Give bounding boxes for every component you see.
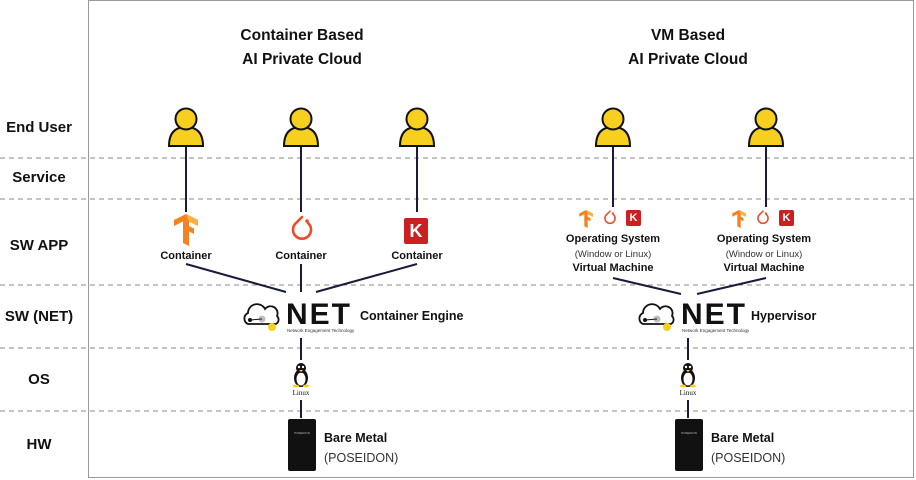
container-label-2: Container — [275, 250, 327, 262]
row-label-os: OS — [28, 371, 50, 388]
vm-label-1: Virtual Machine — [572, 262, 654, 274]
cloud-icon — [638, 303, 675, 331]
container-title-line-2: AI Private Cloud — [242, 51, 362, 68]
vm-title-line-1: VM Based — [650, 27, 726, 44]
container-engine-label: Container Engine — [360, 309, 464, 323]
pytorch-icon — [604, 210, 616, 225]
row-label-hw: HW — [26, 436, 52, 453]
vm-os-sub-1: (Window or Linux) — [574, 249, 652, 260]
pytorch-icon — [757, 210, 769, 225]
container-label-3: Container — [391, 250, 443, 262]
users — [167, 107, 785, 147]
connector-vm-2 — [696, 277, 767, 295]
net-logo-text: NET — [681, 298, 747, 331]
vm-os-sub-2: (Window or Linux) — [725, 249, 803, 260]
keras-icon: K — [626, 210, 641, 226]
row-label-sw-app: SW APP — [9, 237, 69, 254]
user-icon — [282, 107, 320, 147]
bare-metal-label: Bare Metal — [711, 431, 775, 445]
bare-metal-sub: (POSEIDON) — [711, 451, 786, 465]
connectors — [185, 146, 767, 418]
linux-tux-icon — [680, 363, 696, 388]
linux-label: Linux — [679, 389, 697, 397]
net-tagline: Network Engagement Technology — [287, 328, 355, 333]
tensorflow-icon — [732, 210, 746, 228]
server-brand: POSEIDON — [294, 431, 310, 435]
vm-label-2: Virtual Machine — [723, 262, 805, 274]
keras-icon: K — [404, 218, 428, 244]
tensorflow-icon — [174, 214, 198, 246]
container-title-line-1: Container Based — [240, 27, 364, 44]
pytorch-icon — [291, 215, 313, 240]
connector-app-3 — [315, 263, 418, 293]
diagram-frame — [88, 0, 914, 478]
keras-icon: K — [779, 210, 794, 226]
user-icon — [747, 107, 785, 147]
user-icon — [398, 107, 436, 147]
bare-metal-sub: (POSEIDON) — [324, 451, 399, 465]
server-icon: POSEIDON — [288, 419, 316, 471]
container-title: Container Based AI Private Cloud — [192, 24, 412, 72]
cloud-icon — [243, 303, 280, 331]
vm-os-label-2: Operating System — [716, 233, 812, 245]
vm-os-label-1: Operating System — [565, 233, 661, 245]
connector-vm-1 — [612, 277, 682, 295]
user-icon — [167, 107, 205, 147]
server-brand: POSEIDON — [681, 431, 697, 435]
net-tagline: Network Engagement Technology — [682, 328, 750, 333]
linux-tux-icon — [293, 363, 309, 388]
row-separators — [0, 157, 916, 412]
linux-label: Linux — [292, 389, 310, 397]
user-icon — [594, 107, 632, 147]
tensorflow-icon — [579, 210, 593, 228]
row-label-service: Service — [12, 169, 66, 186]
bare-metal-label: Bare Metal — [324, 431, 388, 445]
vm-title-line-2: AI Private Cloud — [628, 51, 748, 68]
hypervisor-label: Hypervisor — [751, 309, 817, 323]
connector-app-1 — [185, 263, 287, 293]
row-label-end-user: End User — [6, 119, 72, 136]
net-logo-text: NET — [286, 298, 352, 331]
row-label-sw-net: SW (NET) — [4, 308, 74, 325]
container-label-1: Container — [160, 250, 212, 262]
vm-title: VM Based AI Private Cloud — [578, 24, 798, 72]
server-icon: POSEIDON — [675, 419, 703, 471]
